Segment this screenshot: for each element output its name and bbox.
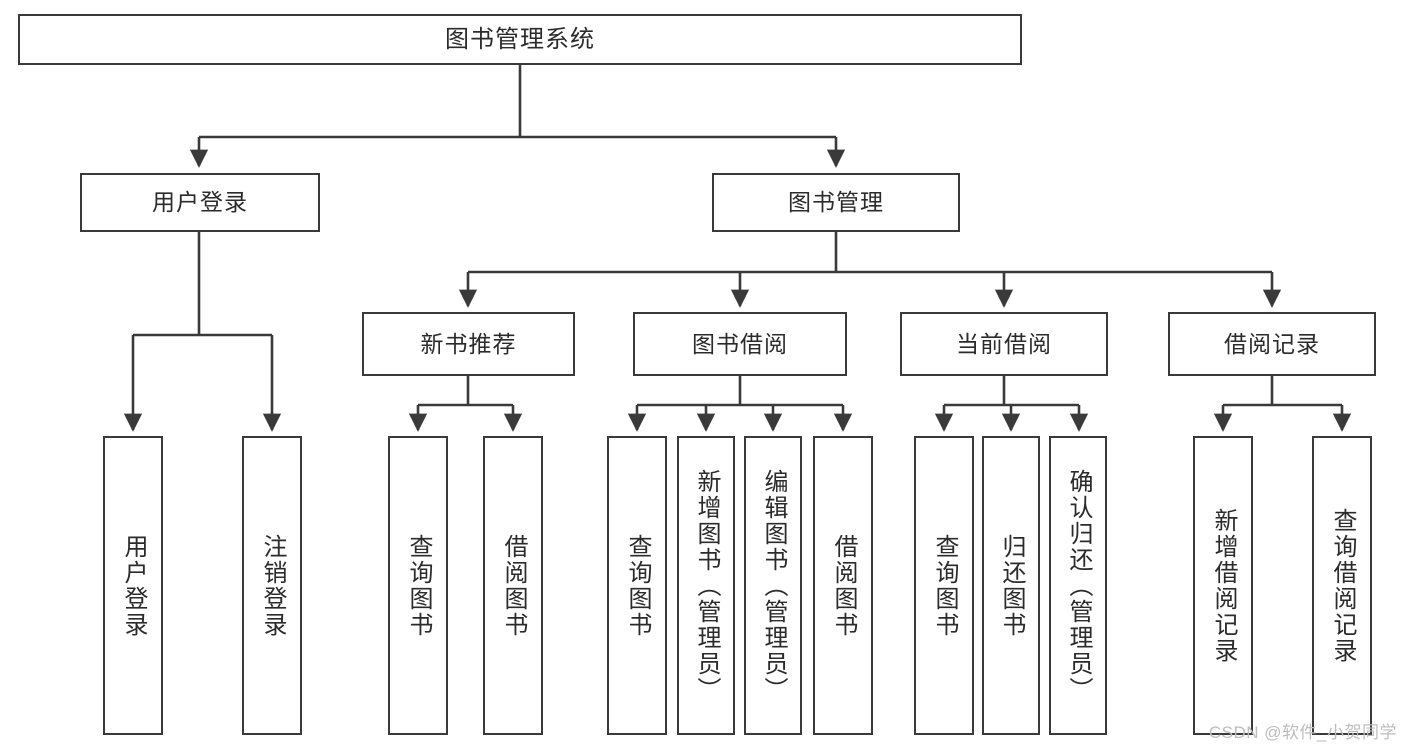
node-label: 查询借阅记录 (1329, 507, 1356, 664)
leaf-user-login[interactable]: 用户登录 (103, 436, 163, 735)
node-label: 确认归还（管理员） (1065, 468, 1092, 703)
node-label: 查询图书 (624, 533, 651, 638)
leaf-borrow-book[interactable]: 借阅图书 (813, 436, 873, 735)
leaf-logout[interactable]: 注销登录 (242, 436, 302, 735)
node-label: 注销登录 (259, 533, 286, 638)
leaf-query-borrow-record[interactable]: 查询借阅记录 (1312, 436, 1372, 735)
node-current-borrow[interactable]: 当前借阅 (900, 312, 1108, 376)
node-book-borrow[interactable]: 图书借阅 (633, 312, 847, 376)
node-label: 图书管理系统 (445, 25, 595, 53)
leaf-add-book[interactable]: 新增图书（管理员） (677, 436, 735, 735)
node-label: 新增借阅记录 (1210, 507, 1237, 664)
leaf-query-book-recommend[interactable]: 查询图书 (388, 436, 448, 735)
node-label: 归还图书 (998, 533, 1025, 638)
node-root-system[interactable]: 图书管理系统 (18, 14, 1022, 65)
node-label: 用户登录 (120, 533, 147, 638)
node-label: 查询图书 (931, 533, 958, 638)
leaf-borrow-book-recommend[interactable]: 借阅图书 (483, 436, 543, 735)
node-label: 当前借阅 (956, 330, 1052, 357)
node-label: 查询图书 (405, 533, 432, 638)
node-new-book-recommend[interactable]: 新书推荐 (362, 312, 575, 376)
node-book-manage[interactable]: 图书管理 (712, 173, 960, 232)
node-label: 借阅记录 (1224, 330, 1320, 357)
leaf-return-book[interactable]: 归还图书 (982, 436, 1040, 735)
node-label: 图书管理 (788, 189, 884, 216)
node-label: 图书借阅 (692, 330, 788, 357)
node-label: 编辑图书（管理员） (760, 468, 787, 703)
leaf-add-borrow-record[interactable]: 新增借阅记录 (1193, 436, 1253, 735)
leaf-confirm-return[interactable]: 确认归还（管理员） (1049, 436, 1107, 735)
node-label: 新书推荐 (420, 330, 517, 357)
leaf-query-book-borrow[interactable]: 查询图书 (607, 436, 667, 735)
csdn-watermark: CSDN @软件_小贺同学 (1208, 723, 1397, 742)
leaf-edit-book[interactable]: 编辑图书（管理员） (744, 436, 802, 735)
node-user-login[interactable]: 用户登录 (80, 173, 320, 232)
node-borrow-record[interactable]: 借阅记录 (1168, 312, 1376, 376)
node-label: 新增图书（管理员） (693, 468, 720, 703)
node-label: 用户登录 (152, 189, 248, 216)
leaf-query-book-current[interactable]: 查询图书 (914, 436, 974, 735)
node-label: 借阅图书 (500, 533, 527, 638)
node-label: 借阅图书 (830, 533, 857, 638)
